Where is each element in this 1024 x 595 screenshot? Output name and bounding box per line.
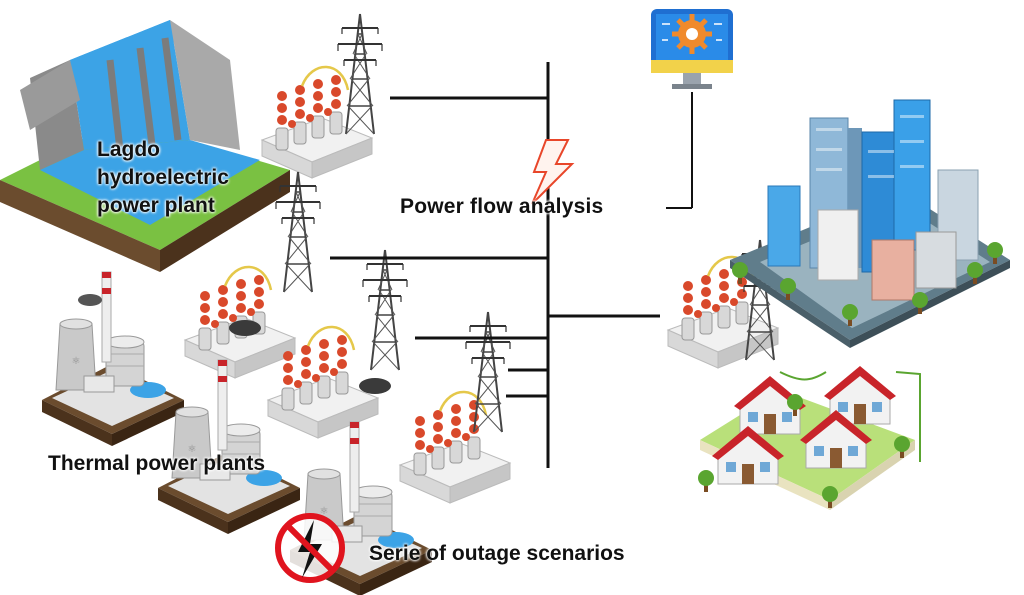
city-icon	[730, 99, 1010, 348]
hydroelectric-plant-icon	[0, 20, 290, 272]
thermal-plants-label: Thermal power plants	[48, 452, 266, 475]
houses-icon	[698, 365, 921, 510]
hydro-label-line2: hydroelectric	[97, 166, 229, 189]
hydro-plant-label: Lagdo hydroelectric power plant	[97, 136, 229, 220]
power-flow-label: Power flow analysis	[400, 195, 604, 218]
smoke-icon	[78, 294, 391, 394]
hydro-label-line1: Lagdo	[97, 138, 160, 161]
outage-scenarios-label: Serie of outage scenarios	[369, 542, 625, 565]
busbar	[330, 62, 693, 468]
substation-icon	[183, 65, 780, 505]
hydro-label-line3: power plant	[97, 194, 215, 217]
lightning-bolt-icon	[531, 139, 575, 205]
prohibited-lightning-icon	[275, 513, 345, 583]
monitor-gear-icon	[651, 9, 733, 89]
